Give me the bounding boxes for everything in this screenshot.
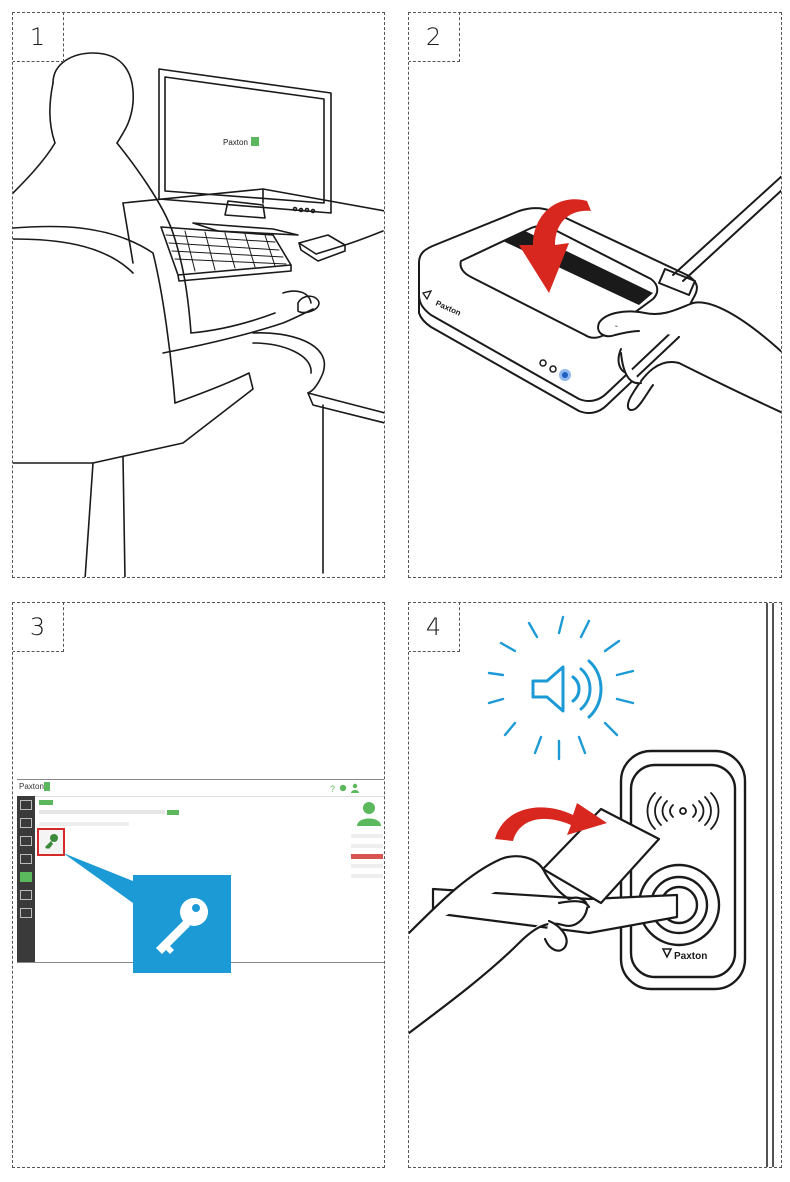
software-action-4[interactable] <box>351 874 383 878</box>
hand <box>409 855 591 1035</box>
door-reader-illustration: Paxton <box>409 603 774 1167</box>
user-at-computer-illustration: Paxton <box>13 52 384 577</box>
door-reader-logo: Paxton <box>674 951 707 962</box>
led-2 <box>549 365 557 373</box>
user-icon <box>351 783 359 793</box>
step-1-panel: 1 <box>12 12 385 578</box>
monitor <box>158 68 332 236</box>
step-number: 4 <box>409 603 460 652</box>
sound-burst <box>487 615 635 761</box>
key-callout <box>133 875 231 973</box>
speaker-icon <box>531 659 603 719</box>
sidebar-item-reports[interactable] <box>20 890 32 900</box>
svg-text:?: ? <box>330 784 335 793</box>
step-number: 1 <box>13 13 64 62</box>
software-action-3[interactable] <box>351 864 383 868</box>
software-topbar: Paxton ? <box>17 780 384 797</box>
software-screenshot: Paxton ? <box>17 779 384 963</box>
step-number: 3 <box>13 603 64 652</box>
step-4-panel: 4 <box>408 602 782 1168</box>
led-1 <box>539 359 547 367</box>
token-tile-highlight[interactable] <box>37 828 65 856</box>
software-tabs <box>39 822 129 826</box>
key-icon <box>45 834 58 849</box>
user-avatar-icon <box>357 802 381 826</box>
hand <box>597 301 781 414</box>
card-on-reader-illustration: Paxton <box>418 175 781 414</box>
red-curved-arrow <box>519 199 591 293</box>
sidebar-item-monitor[interactable] <box>20 818 32 828</box>
software-logo: Paxton <box>19 782 51 791</box>
monitor-logo-mark <box>251 137 259 146</box>
led-3 <box>562 372 568 378</box>
software-delete-button[interactable] <box>351 854 383 859</box>
software-back-button[interactable] <box>39 800 53 805</box>
step-number: 2 <box>409 13 460 62</box>
help-icon: ? <box>330 784 335 793</box>
software-form-row <box>39 810 165 814</box>
red-curved-arrow <box>495 803 607 841</box>
software-save-button[interactable] <box>167 810 179 815</box>
reader-logo: Paxton <box>434 299 462 318</box>
key-icon <box>156 898 208 954</box>
contactless-icon <box>646 792 720 830</box>
settings-icon <box>339 784 347 792</box>
sidebar-item-doors[interactable] <box>20 836 32 846</box>
software-action-1[interactable] <box>351 834 383 838</box>
callout-pointer <box>63 853 133 903</box>
monitor-logo: Paxton <box>223 138 248 147</box>
step-2-panel: 2 Paxton <box>408 12 782 578</box>
software-action-2[interactable] <box>351 844 383 848</box>
sidebar-item-users[interactable] <box>20 872 32 882</box>
sidebar-item-groups[interactable] <box>20 908 32 918</box>
software-sidebar <box>17 796 35 962</box>
sidebar-item-events[interactable] <box>20 854 32 864</box>
step-3-panel: 3 Paxton ? <box>12 602 385 1168</box>
sidebar-item-home[interactable] <box>20 800 32 810</box>
